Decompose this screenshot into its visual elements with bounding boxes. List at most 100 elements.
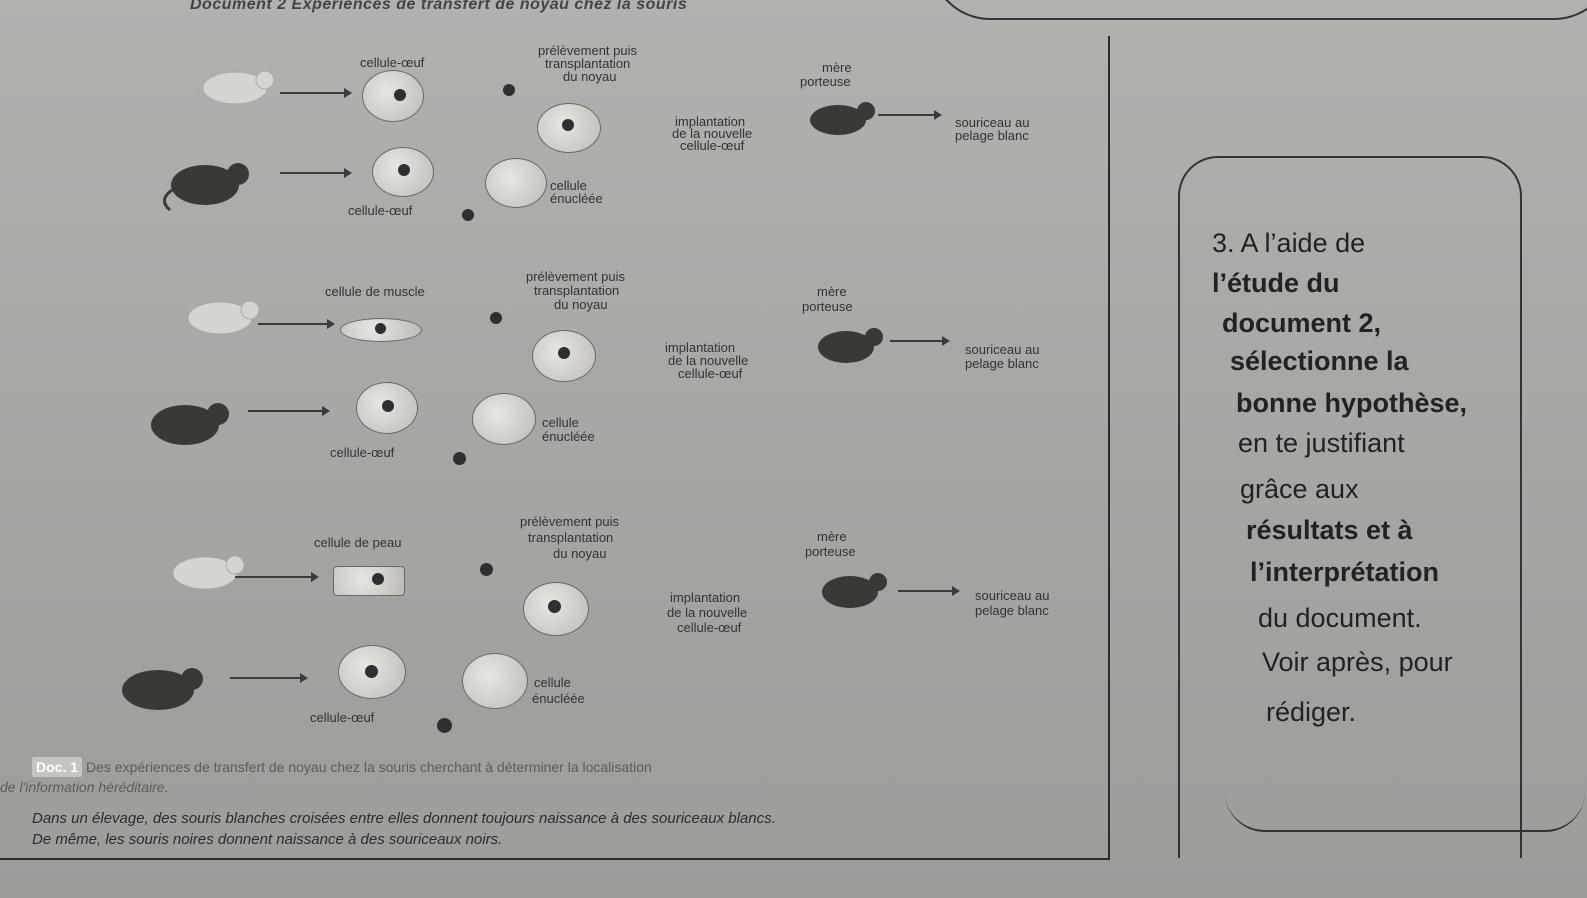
nucleus (372, 573, 384, 585)
removed-nucleus (453, 452, 466, 465)
arrow (280, 88, 352, 98)
mother-label-1: mère (817, 529, 847, 544)
arrow (248, 406, 330, 416)
offspring-label-1: souriceau au (965, 342, 1040, 357)
removed-nucleus (437, 718, 452, 733)
nucleus (394, 89, 406, 101)
nucleus (375, 323, 386, 334)
top-frame-curve (930, 0, 1587, 20)
black-mouse-icon (163, 163, 249, 212)
body-paragraph: Dans un élevage, des souris blanches cro… (32, 808, 1112, 850)
mother-label-1: mère (822, 60, 852, 75)
extracted-nucleus (490, 312, 502, 324)
mother-label-2: porteuse (800, 74, 851, 89)
experiment-figure (0, 36, 1110, 860)
white-mouse-icon (187, 300, 260, 335)
implant-label-1: implantation (675, 114, 746, 129)
question-line-9: l’interprétation (1250, 557, 1440, 587)
transplant-step-2: transplantation (545, 56, 631, 71)
extracted-nucleus (480, 563, 493, 576)
donor-cell-label: cellule-œuf (360, 55, 425, 70)
transplant-step-3: du noyau (554, 297, 608, 312)
skin-cell (333, 566, 405, 596)
donor-cell-label: cellule de muscle (325, 284, 425, 299)
implant-label-3: cellule-œuf (678, 366, 743, 381)
question-line-2: l’étude du (1212, 268, 1340, 298)
question-line-11: Voir après, pour (1262, 647, 1453, 677)
question-line-1: 3. A l’aide de (1212, 228, 1366, 258)
doc-badge: Doc. 1 (32, 757, 83, 777)
implant-label-2: de la nouvelle (668, 353, 749, 368)
offspring-label-2: pelage blanc (965, 356, 1039, 371)
enucleated-label-2: énucléée (542, 429, 595, 444)
enucleated-cell (485, 158, 547, 208)
body-line-1: Dans un élevage, des souris blanches cro… (32, 810, 776, 827)
implant-label-2: de la nouvelle (672, 126, 753, 141)
question-line-6: en te justifiant (1238, 428, 1405, 458)
black-mouse-icon (151, 403, 229, 445)
mother-label-2: porteuse (802, 299, 853, 314)
transplant-step-2: transplantation (528, 530, 614, 545)
offspring-label-1: souriceau au (975, 588, 1050, 603)
offspring-label-2: pelage blanc (975, 603, 1049, 618)
mother-label-2: porteuse (805, 544, 856, 559)
arrow (898, 586, 960, 596)
recipient-label: cellule-œuf (348, 203, 413, 218)
nucleus (365, 665, 378, 678)
transplant-step-1: prélèvement puis (538, 43, 637, 58)
question-line-12: rédiger. (1266, 697, 1357, 727)
enucleated-label-2: énucléée (532, 691, 585, 706)
question-line-5: bonne hypothèse, (1236, 388, 1468, 418)
enucleated-label-1: cellule (542, 415, 579, 430)
enucleated-cell (462, 653, 528, 709)
donor-cell-label: cellule de peau (314, 535, 402, 550)
black-mouse-icon (810, 102, 875, 135)
donor-egg-cell (362, 70, 424, 122)
arrow (280, 168, 352, 178)
transplant-step-1: prélèvement puis (520, 514, 619, 529)
recipient-label: cellule-œuf (330, 445, 395, 460)
implant-label-3: cellule-œuf (677, 620, 742, 635)
nucleus (548, 600, 561, 613)
nucleus (382, 400, 394, 412)
recipient-label: cellule-œuf (310, 710, 375, 725)
caption-text-2: de l'information héréditaire. (0, 779, 169, 795)
offspring-label-1: souriceau au (955, 115, 1030, 130)
nucleus (558, 347, 570, 359)
enucleated-label-1: cellule (534, 675, 571, 690)
implant-label-1: implantation (670, 590, 741, 605)
white-mouse-icon (194, 70, 275, 107)
black-mouse-icon (822, 573, 887, 608)
enucleated-cell (472, 393, 536, 445)
question-line-10: du document. (1258, 603, 1422, 633)
arrow (235, 572, 319, 582)
transplant-step-3: du noyau (563, 69, 617, 84)
implant-label-3: cellule-œuf (680, 138, 745, 153)
arrow (230, 673, 308, 683)
body-line-2: De même, les souris noires donnent naiss… (32, 831, 503, 848)
implant-label-1: implantation (665, 340, 736, 355)
question-line-4: sélectionne la (1230, 346, 1409, 376)
black-mouse-icon (818, 328, 883, 363)
transplant-step-1: prélèvement puis (526, 269, 625, 284)
bottom-frame-curve (1225, 770, 1585, 832)
enucleated-label-2: énucléée (550, 191, 603, 206)
question-frame (1178, 156, 1522, 858)
enucleated-label-1: cellule (550, 178, 587, 193)
arrow (258, 319, 335, 329)
question-line-3: document 2, (1222, 308, 1382, 338)
mother-label-1: mère (817, 284, 847, 299)
caption-text: Des expériences de transfert de noyau ch… (86, 759, 652, 775)
arrow (878, 110, 942, 120)
question-line-7: grâce aux (1240, 474, 1359, 504)
black-mouse-icon (122, 668, 203, 710)
arrow (890, 336, 950, 346)
white-mouse-icon (172, 555, 245, 590)
nucleus (562, 119, 574, 131)
offspring-label-2: pelage blanc (955, 128, 1029, 143)
muscle-cell (340, 318, 422, 342)
implant-label-2: de la nouvelle (667, 605, 748, 620)
transplant-step-3: du noyau (553, 546, 607, 561)
